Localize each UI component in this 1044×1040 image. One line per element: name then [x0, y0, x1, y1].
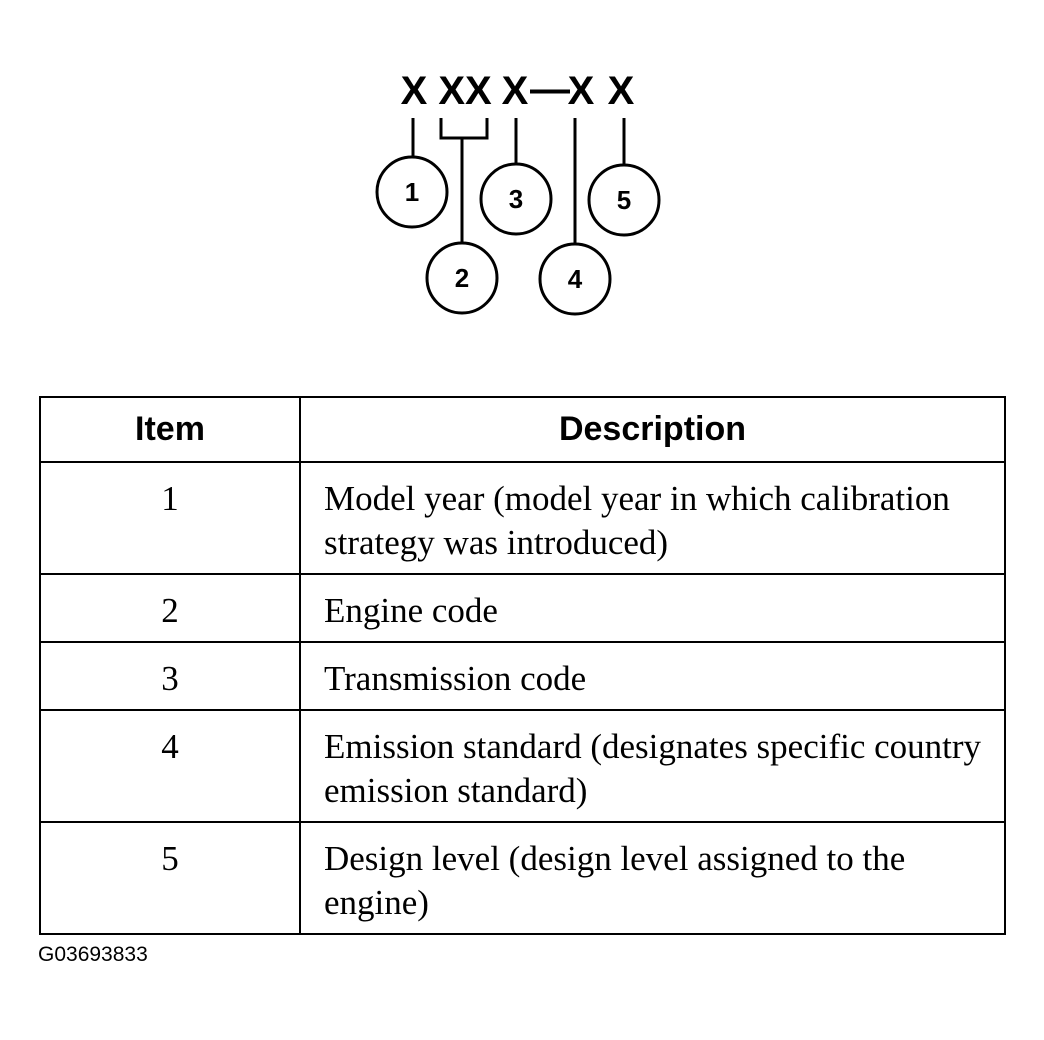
item-description: Transmission code: [299, 641, 1006, 711]
callout-number-3: 3: [509, 184, 523, 214]
item-description: Design level (design level assigned to t…: [299, 821, 1006, 935]
code-char-1: X: [401, 69, 428, 113]
callout-circle-5: [587, 163, 661, 237]
code-char-3: X: [502, 69, 529, 113]
calibration-code-diagram: X XX X — X X 1 2 3 4 5: [375, 67, 661, 316]
table-row: 4 Emission standard (designates specific…: [39, 709, 1006, 823]
item-description: Engine code: [299, 573, 1006, 643]
figure-id: G03693833: [38, 943, 148, 966]
table-row: 2 Engine code: [39, 573, 1006, 643]
leader-bracket-2: [439, 118, 489, 140]
item-number: 4: [39, 709, 301, 823]
item-number: 3: [39, 641, 301, 711]
callout-number-5: 5: [617, 185, 631, 215]
table-row: 1 Model year (model year in which calibr…: [39, 461, 1006, 575]
item-number: 5: [39, 821, 301, 935]
item-description: Emission standard (designates specific c…: [299, 709, 1006, 823]
code-dash: —: [530, 67, 570, 111]
header-item: Item: [39, 396, 301, 463]
callout-circle-2: [425, 241, 499, 315]
callout-number-4: 4: [568, 264, 583, 294]
code-char-2: XX: [438, 69, 492, 113]
legend-table: Item Description 1 Model year (model yea…: [39, 396, 1006, 935]
table-header-row: Item Description: [39, 396, 1006, 463]
callout-number-2: 2: [455, 263, 469, 293]
table-row: 5 Design level (design level assigned to…: [39, 821, 1006, 935]
item-number: 2: [39, 573, 301, 643]
callout-number-1: 1: [405, 177, 419, 207]
callout-circle-3: [479, 162, 553, 236]
callout-circle-1: [375, 155, 449, 229]
item-number: 1: [39, 461, 301, 575]
table-row: 3 Transmission code: [39, 641, 1006, 711]
callout-circle-4: [538, 242, 612, 316]
code-char-4: X: [568, 69, 595, 113]
header-description: Description: [299, 396, 1006, 463]
code-char-5: X: [608, 69, 635, 113]
item-description: Model year (model year in which calibrat…: [299, 461, 1006, 575]
